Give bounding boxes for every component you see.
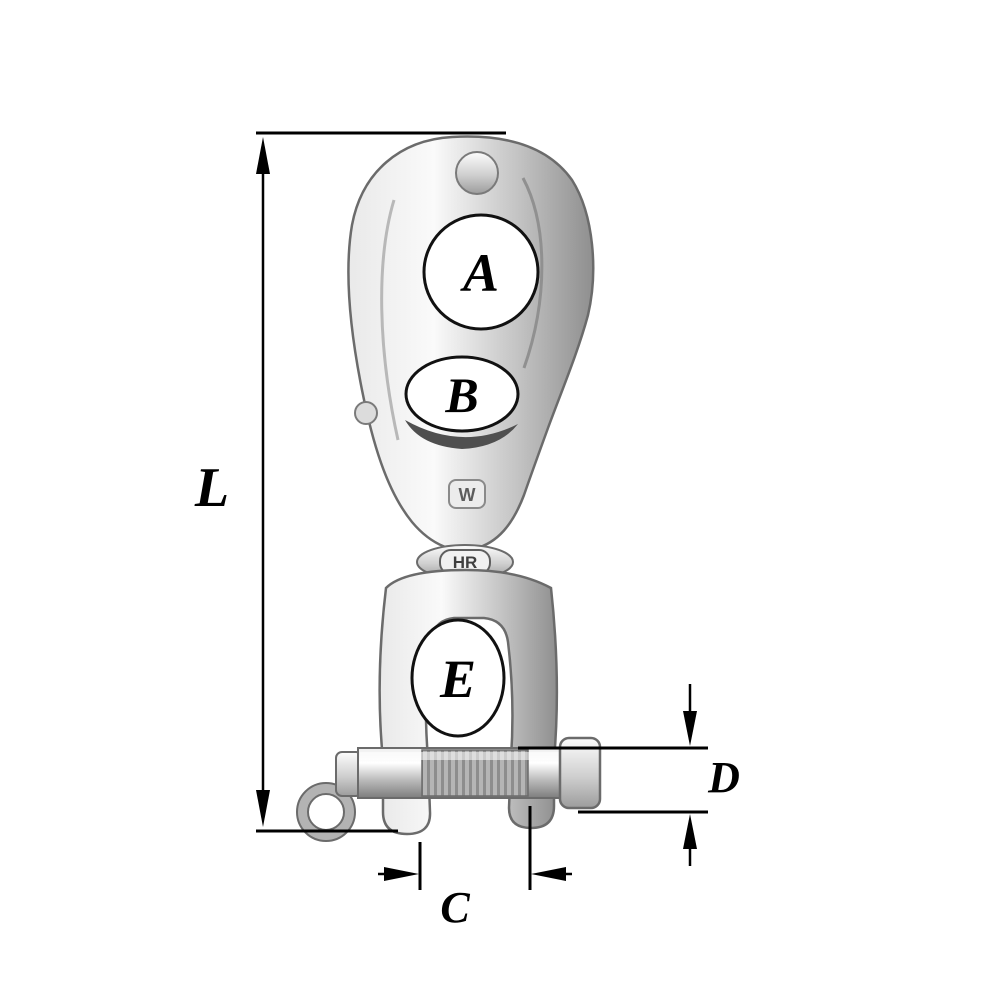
body-opening-shadow bbox=[405, 420, 518, 449]
dim-b-label: B bbox=[444, 367, 478, 423]
dim-e-label: E bbox=[439, 649, 476, 709]
lanyard-ring-outline bbox=[296, 782, 356, 842]
dim-l-arrow-down bbox=[256, 790, 270, 827]
dim-d-arrow-down bbox=[683, 711, 697, 746]
pivot-pin-detail bbox=[455, 151, 499, 195]
clevis-pin-highlight bbox=[360, 752, 566, 760]
stamp-text: HR bbox=[453, 553, 478, 572]
dim-d-label: D bbox=[707, 753, 740, 802]
shackle-illustration: A B W HR E bbox=[296, 135, 602, 842]
dimension-c: C bbox=[378, 806, 572, 932]
dim-c-arrow-left bbox=[531, 867, 566, 881]
dim-a-circle bbox=[422, 213, 540, 331]
shackle-body bbox=[347, 135, 595, 552]
brand-logo-plate bbox=[448, 479, 486, 509]
snap-arm-seam bbox=[521, 177, 544, 369]
dim-b-ellipse bbox=[404, 355, 520, 433]
dim-c-label: C bbox=[440, 883, 470, 932]
dim-e-ellipse bbox=[410, 618, 506, 738]
dim-l-label: L bbox=[194, 457, 229, 519]
dim-c-arrow-right bbox=[384, 867, 419, 881]
dim-d-arrow-up bbox=[683, 814, 697, 849]
dim-a-label: A bbox=[460, 243, 499, 303]
body-highlight bbox=[380, 199, 400, 441]
dimension-l: L bbox=[194, 131, 506, 833]
brand-logo-text: W bbox=[459, 485, 476, 505]
release-pin bbox=[354, 401, 378, 425]
lanyard-ring bbox=[296, 782, 356, 842]
dim-l-arrow-up bbox=[256, 137, 270, 174]
clevis-pin-head-right bbox=[558, 736, 602, 810]
dimension-d: D bbox=[518, 684, 740, 866]
